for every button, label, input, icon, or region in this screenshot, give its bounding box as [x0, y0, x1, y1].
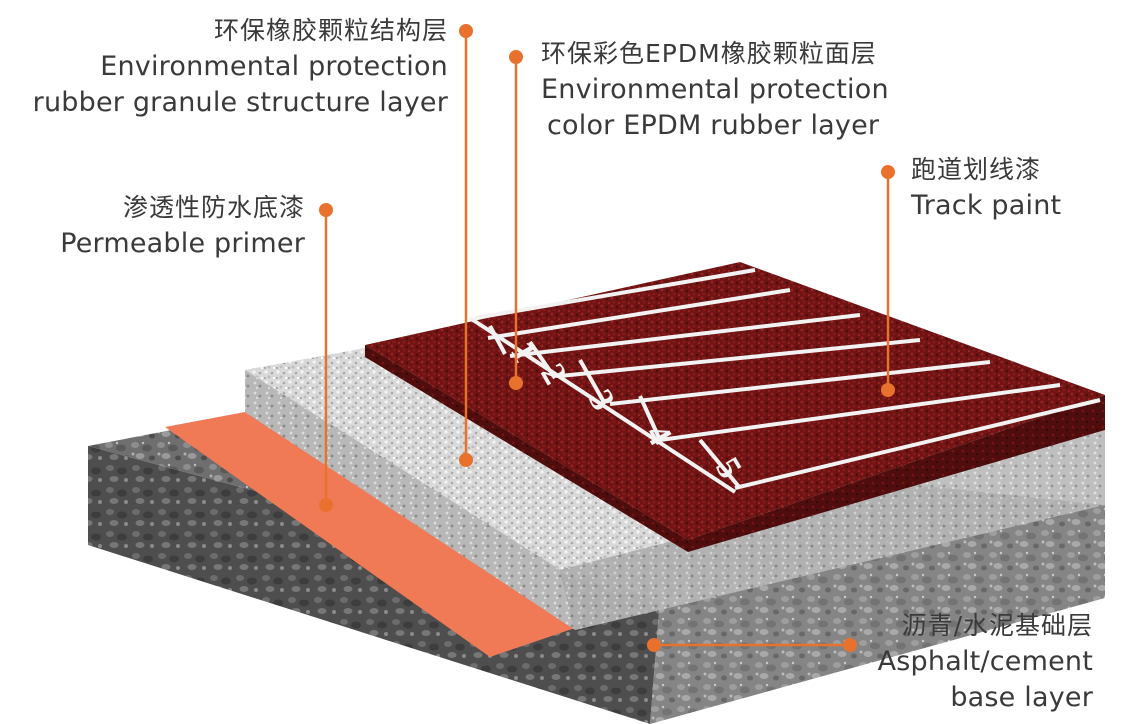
dot-base-left [647, 638, 661, 652]
dot-primer-top [319, 203, 333, 217]
label-structure-zh: 环保橡胶颗粒结构层 [213, 16, 448, 45]
label-paint-en-1: Track paint [911, 190, 1062, 221]
epdm-right-face [688, 395, 1105, 552]
label-base-en-2: base layer [950, 682, 1093, 713]
label-epdm-zh: 环保彩色EPDM橡胶颗粒面层 [541, 39, 877, 68]
label-base-layer: 沥青/水泥基础层 Asphalt/cement base layer [878, 608, 1093, 716]
dot-structure-bottom [459, 453, 473, 467]
label-structure-en-2: rubber granule structure layer [32, 87, 448, 118]
primer-strip [165, 412, 575, 657]
lane-lines [468, 268, 1101, 494]
dot-paint-top [881, 165, 895, 179]
leader-lines [324, 31, 890, 647]
label-base-en-1: Asphalt/cement [877, 646, 1093, 677]
granule-front-face [245, 370, 575, 630]
label-epdm-en-2: color EPDM rubber layer [547, 110, 880, 141]
label-primer-en-1: Permeable primer [60, 228, 305, 259]
label-epdm-layer: 环保彩色EPDM橡胶颗粒面层 Environmental protection … [541, 36, 889, 144]
epdm-top-face [365, 262, 1105, 540]
base-front-face [88, 446, 660, 724]
base-right-face [650, 505, 1105, 724]
label-structure-layer: 环保橡胶颗粒结构层 Environmental protection rubbe… [33, 13, 448, 121]
label-primer: 渗透性防水底漆 Permeable primer [60, 190, 305, 262]
dot-primer-bottom [319, 498, 333, 512]
label-primer-zh: 渗透性防水底漆 [122, 193, 305, 222]
dot-epdm-top [509, 50, 523, 64]
dot-base-right [843, 638, 857, 652]
leader-dots [319, 24, 895, 652]
epdm-front-face [365, 345, 688, 552]
dot-epdm-bottom [509, 376, 523, 390]
dot-paint-bottom [881, 383, 895, 397]
label-track-paint: 跑道划线漆 Track paint [911, 152, 1061, 224]
dot-structure-top [459, 24, 473, 38]
label-base-zh: 沥青/水泥基础层 [901, 611, 1093, 640]
label-structure-en-1: Environmental protection [100, 51, 448, 82]
granule-right-face [560, 430, 1105, 630]
label-epdm-en-1: Environmental protection [541, 74, 889, 105]
label-paint-zh: 跑道划线漆 [911, 155, 1042, 184]
